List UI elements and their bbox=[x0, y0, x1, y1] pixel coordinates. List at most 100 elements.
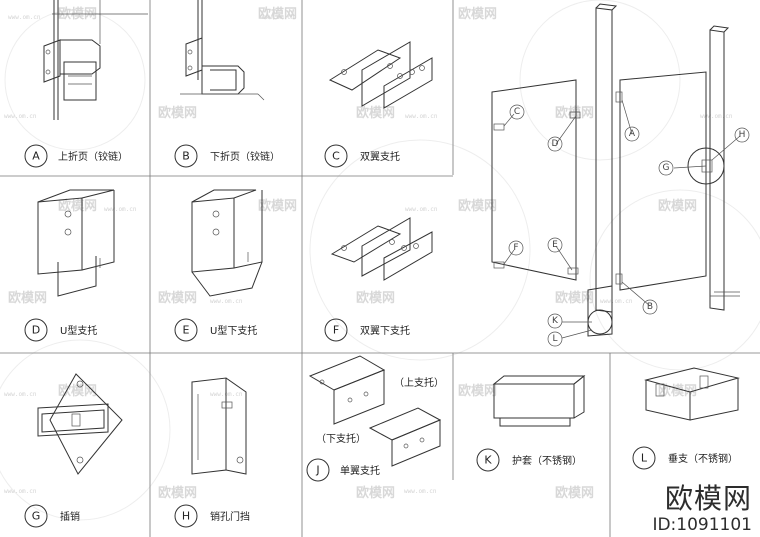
cell-label-k: K 护套（不锈钢） bbox=[476, 448, 582, 472]
watermark-site: www.om.cn bbox=[4, 488, 37, 495]
u-lower-bracket-drawing bbox=[191, 189, 263, 297]
label-letter: C bbox=[332, 150, 340, 163]
cell-label-b: B 下折页（铰链） bbox=[174, 144, 280, 168]
double-wing-lower-bracket-drawing bbox=[330, 217, 433, 281]
watermark-brand: 欧模网 bbox=[458, 6, 497, 22]
svg-text:A: A bbox=[629, 129, 636, 139]
cell-label-l: L 垂支（不锈钢） bbox=[632, 446, 738, 470]
watermark-site: www.om.cn bbox=[405, 206, 438, 213]
cell-label-e: E U型下支托 bbox=[174, 318, 257, 342]
svg-text:K: K bbox=[552, 316, 559, 326]
label-letter: E bbox=[183, 324, 190, 337]
label-text: 单翼支托 bbox=[340, 464, 380, 477]
watermark-brand: 欧模网 bbox=[458, 383, 497, 399]
watermark-brand: 欧模网 bbox=[658, 383, 697, 399]
label-letter: F bbox=[333, 324, 339, 337]
svg-text:H: H bbox=[739, 130, 746, 140]
callout-b: B bbox=[642, 299, 658, 315]
watermark-brand: 欧模网 bbox=[356, 105, 395, 121]
label-text: 插销 bbox=[60, 510, 80, 523]
label-text: 垂支（不锈钢） bbox=[668, 452, 738, 465]
label-text: 双翼下支托 bbox=[360, 324, 410, 337]
svg-text:E: E bbox=[552, 240, 558, 250]
hinge-lower-drawing bbox=[180, 0, 265, 101]
label-text: 上折页（铰链） bbox=[58, 150, 128, 163]
svg-text:C: C bbox=[514, 107, 520, 117]
stainless-support-drawing bbox=[644, 367, 740, 421]
svg-text:F: F bbox=[513, 243, 518, 253]
watermark-site: www.om.cn bbox=[4, 113, 37, 120]
label-text: 销孔门挡 bbox=[210, 510, 250, 523]
callout-h: H bbox=[734, 127, 750, 143]
label-text: U型下支托 bbox=[210, 324, 257, 337]
double-wing-bracket-drawing bbox=[328, 41, 433, 109]
watermark-layer: 欧模网 欧模网 欧模网 欧模网 欧模网 欧模网 欧模网 欧模网 欧模网 欧模网 … bbox=[0, 0, 760, 521]
svg-text:L: L bbox=[552, 334, 557, 344]
label-letter: D bbox=[32, 324, 40, 337]
partition-assembly-drawing bbox=[491, 3, 741, 339]
cell-label-d: D U型支托 bbox=[24, 318, 97, 342]
watermark-site: www.om.cn bbox=[262, 14, 295, 21]
watermark-brand: 欧模网 bbox=[258, 198, 297, 214]
callout-g: G bbox=[658, 160, 674, 176]
svg-text:B: B bbox=[647, 302, 653, 312]
label-text: 护套（不锈钢） bbox=[512, 454, 582, 467]
hinge-upper-drawing bbox=[43, 0, 148, 120]
cell-label-c: C 双翼支托 bbox=[324, 144, 400, 168]
label-letter: L bbox=[641, 452, 648, 465]
callout-k: K bbox=[547, 313, 563, 329]
cell-label-h: H 销孔门挡 bbox=[174, 504, 250, 528]
label-letter: G bbox=[32, 510, 41, 523]
door-stop-drawing bbox=[191, 377, 247, 475]
watermark-site: www.om.cn bbox=[4, 391, 37, 398]
watermark-site: www.om.cn bbox=[210, 298, 243, 305]
cell-label-j: （上支托） （下支托） J 单翼支托 bbox=[306, 376, 444, 482]
watermark-brand: 欧模网 bbox=[555, 105, 594, 121]
label-letter: K bbox=[484, 454, 492, 467]
watermark-brand: 欧模网 bbox=[356, 290, 395, 306]
svg-text:G: G bbox=[663, 163, 670, 173]
label-text: 下折页（铰链） bbox=[210, 150, 280, 163]
model-id: ID:1091101 bbox=[652, 515, 752, 535]
watermark-site: www.om.cn bbox=[700, 113, 733, 120]
watermark-site: www.om.cn bbox=[104, 206, 137, 213]
watermark-brand: 欧模网 bbox=[158, 485, 197, 501]
watermark-brand: 欧模网 bbox=[258, 6, 297, 22]
callout-d: D bbox=[547, 136, 563, 152]
single-wing-bracket-drawing bbox=[308, 355, 442, 467]
watermark-brand: 欧模网 bbox=[58, 383, 97, 399]
label-text: U型支托 bbox=[60, 324, 97, 337]
label-letter: H bbox=[182, 510, 190, 523]
label-text: 双翼支托 bbox=[360, 150, 400, 163]
cell-label-g: G 插销 bbox=[24, 504, 80, 528]
latch-drawing bbox=[37, 373, 123, 475]
watermark-site: www.om.cn bbox=[600, 298, 633, 305]
cell-label-f: F 双翼下支托 bbox=[324, 318, 410, 342]
label-sub-upper: （上支托） bbox=[394, 376, 444, 389]
callout-a: A bbox=[624, 126, 640, 142]
label-sub-lower: （下支托） bbox=[316, 432, 366, 445]
callout-e: E bbox=[547, 237, 563, 253]
label-circle bbox=[24, 144, 48, 168]
watermark-brand: 欧模网 bbox=[58, 198, 97, 214]
assembly-callouts: A B C D E F G H K L bbox=[508, 104, 750, 347]
cell-label-a: A 上折页（铰链） bbox=[24, 144, 128, 168]
watermark-brand: 欧模网 bbox=[158, 290, 197, 306]
u-bracket-drawing bbox=[37, 189, 115, 297]
callout-f: F bbox=[508, 240, 524, 256]
callout-l: L bbox=[547, 331, 563, 347]
watermark-site: www.om.cn bbox=[8, 14, 41, 21]
watermark-site: www.om.cn bbox=[405, 113, 438, 120]
watermark-brand: 欧模网 bbox=[8, 290, 47, 306]
watermark-site: www.om.cn bbox=[404, 488, 437, 495]
watermark-brand: 欧模网 bbox=[658, 198, 697, 214]
watermark-brand: 欧模网 bbox=[555, 290, 594, 306]
brand-watermark: 欧模网 bbox=[664, 482, 752, 515]
label-letter: A bbox=[32, 150, 40, 163]
svg-text:D: D bbox=[552, 139, 559, 149]
label-letter: J bbox=[315, 464, 319, 477]
watermark-brand: 欧模网 bbox=[356, 485, 395, 501]
watermark-brand: 欧模网 bbox=[555, 485, 594, 501]
